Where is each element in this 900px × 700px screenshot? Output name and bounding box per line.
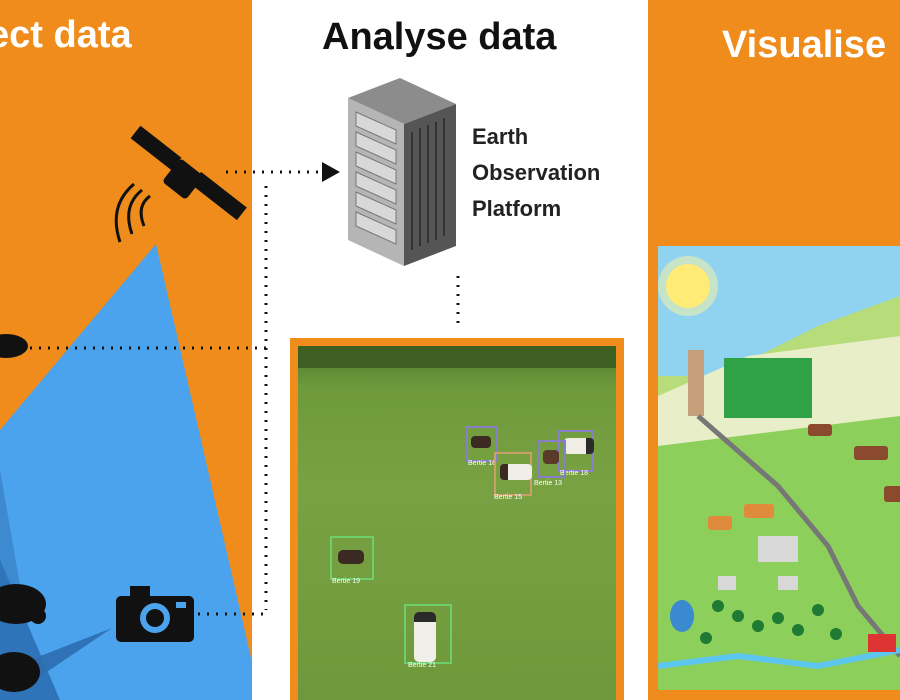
- visualise-heading: Visualise: [722, 24, 887, 66]
- satellite-icon: [114, 125, 247, 243]
- detection-box: [404, 604, 452, 664]
- detection-label: Bertie 19: [332, 578, 361, 585]
- platform-label-line1: Earth: [472, 124, 529, 149]
- cow-icon: [543, 450, 559, 464]
- sun-icon: [658, 256, 718, 316]
- detection-label: Bertie 21: [408, 662, 437, 669]
- sensing-cone: [0, 244, 252, 700]
- tractor-icon: [0, 584, 46, 692]
- platform-label-line3: Platform: [472, 196, 562, 221]
- tractor-icon: [868, 634, 896, 652]
- collect-data-heading: ect data: [0, 14, 132, 56]
- collect-illustration: [0, 125, 252, 700]
- detection-box: [494, 452, 532, 496]
- detection-photo: Bertie 16 Bertie 15 Bertie 18 Bertie 13 …: [298, 346, 616, 700]
- collect-data-panel: ect data: [0, 0, 252, 700]
- cow-icon: [564, 438, 594, 454]
- detection-photo-frame: Bertie 16 Bertie 15 Bertie 18 Bertie 13 …: [290, 338, 624, 700]
- platform-label-line2: Observation: [472, 160, 601, 185]
- cow-icon: [471, 436, 491, 448]
- server-icon: [348, 78, 456, 266]
- detection-box: [558, 430, 594, 472]
- cow-icon: [338, 550, 364, 564]
- detection-box: [330, 536, 374, 580]
- detection-box: [466, 426, 498, 462]
- detection-label: Bertie 18: [560, 470, 589, 477]
- analyse-data-heading: Analyse data: [322, 16, 557, 58]
- detection-label: Bertie 15: [494, 494, 523, 501]
- camera-icon: [116, 586, 194, 642]
- detection-label: Bertie 16: [468, 460, 497, 467]
- detection-label: Bertie 13: [534, 480, 563, 487]
- cow-icon: [500, 464, 532, 480]
- hedge-strip: [298, 346, 616, 368]
- lighthouse-icon: [688, 350, 704, 416]
- cow-icon: [414, 612, 436, 662]
- drone-icon: [0, 334, 28, 358]
- detection-box: [538, 440, 566, 478]
- arrowhead-icon: [322, 162, 340, 182]
- farm-illustration: [658, 246, 900, 690]
